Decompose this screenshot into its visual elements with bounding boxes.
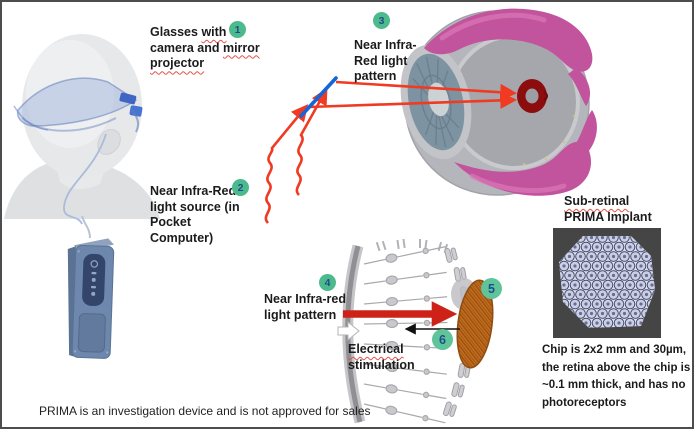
- head-with-glasses-illustration: [4, 34, 160, 219]
- glasses-label: Glasses with camera and mirror projector: [150, 25, 260, 71]
- nir-pattern-retina-label: Near Infra-red light pattern: [264, 292, 346, 322]
- step-badge-3: 3: [373, 12, 390, 29]
- step-badge-5: 5: [481, 278, 502, 299]
- prima-implant-micrograph: [553, 228, 661, 338]
- step-badge-1: 1: [229, 21, 246, 38]
- retina-layers-illustration: [342, 238, 494, 427]
- implant-title: Sub-retinal PRIMA Implant: [564, 194, 652, 224]
- pocket-computer-illustration: [67, 216, 115, 359]
- subretinal-chip-orange: [456, 279, 494, 369]
- step-badge-2: 2: [232, 179, 249, 196]
- disclaimer-text: PRIMA is an investigation device and is …: [39, 404, 371, 418]
- nir-pattern-eye-label: Near Infra- Red light pattern: [354, 38, 417, 84]
- mirror-projector-line: [299, 76, 338, 118]
- implant-site-ring: [517, 79, 548, 113]
- nir-source-label: Near Infra-Red light source (in Pocket C…: [150, 184, 240, 245]
- electrical-stimulation-label: Electrical stimulation: [348, 342, 415, 372]
- step-badge-4: 4: [319, 274, 336, 291]
- chip-caption: Chip is 2x2 mm and 30µm, the retina abov…: [542, 344, 691, 409]
- step-badge-6: 6: [432, 329, 453, 350]
- eye-cutaway-illustration: [400, 8, 597, 196]
